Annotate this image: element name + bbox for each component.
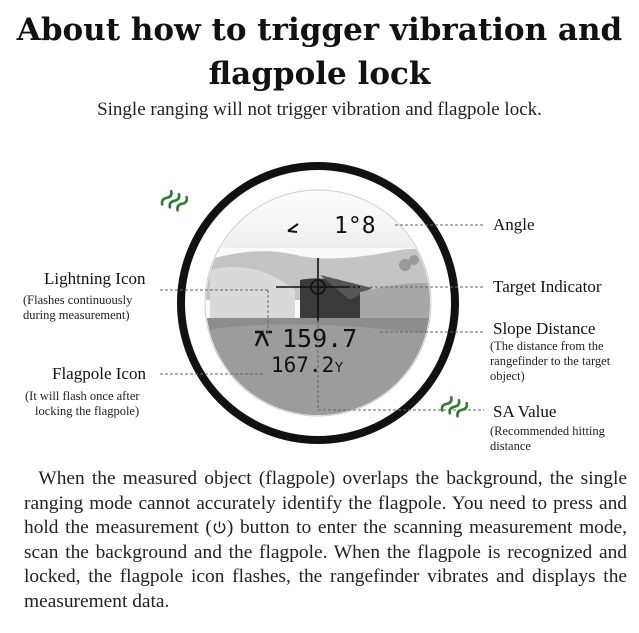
vibration-icon xyxy=(440,396,469,418)
slope-distance-note: (The distance from the rangefinder to th… xyxy=(490,339,611,383)
sa-value-readout: 167.2 xyxy=(271,353,334,377)
lightning-icon-note: (Flashes continuously during measurement… xyxy=(23,293,133,322)
angle-label: Angle xyxy=(493,215,535,234)
angle-arrow-icon xyxy=(287,223,299,233)
sa-unit: Y xyxy=(334,361,343,376)
flagpole-icon-note: (It will flash once after locking the fl… xyxy=(25,389,140,418)
title-line-2: flagpole lock xyxy=(208,56,431,92)
rangefinder-view: 1°8 159.7 167.2 Y xyxy=(160,162,484,444)
angle-readout: 1°8 xyxy=(334,213,376,239)
sa-value-note: (Recommended hitting distance xyxy=(490,424,605,453)
subtitle: Single ranging will not trigger vibratio… xyxy=(97,99,542,120)
slope-distance-readout: 159.7 xyxy=(282,324,357,353)
sa-value-label: SA Value xyxy=(493,402,557,421)
lightning-icon xyxy=(254,330,272,347)
flagpole-icon-label: Flagpole Icon xyxy=(52,364,146,383)
leader-lines xyxy=(160,224,484,411)
page-title: About how to trigger vibration and flagp… xyxy=(0,8,639,96)
power-icon xyxy=(212,518,227,534)
title-line-1: About how to trigger vibration and xyxy=(16,12,623,48)
lightning-icon-label: Lightning Icon xyxy=(44,269,146,288)
target-indicator-label: Target Indicator xyxy=(493,277,602,296)
explanation-paragraph: When the measured object (flagpole) over… xyxy=(24,468,627,612)
crosshair-icon xyxy=(276,258,360,322)
vibration-icon xyxy=(160,190,189,212)
slope-distance-label: Slope Distance xyxy=(493,319,596,338)
